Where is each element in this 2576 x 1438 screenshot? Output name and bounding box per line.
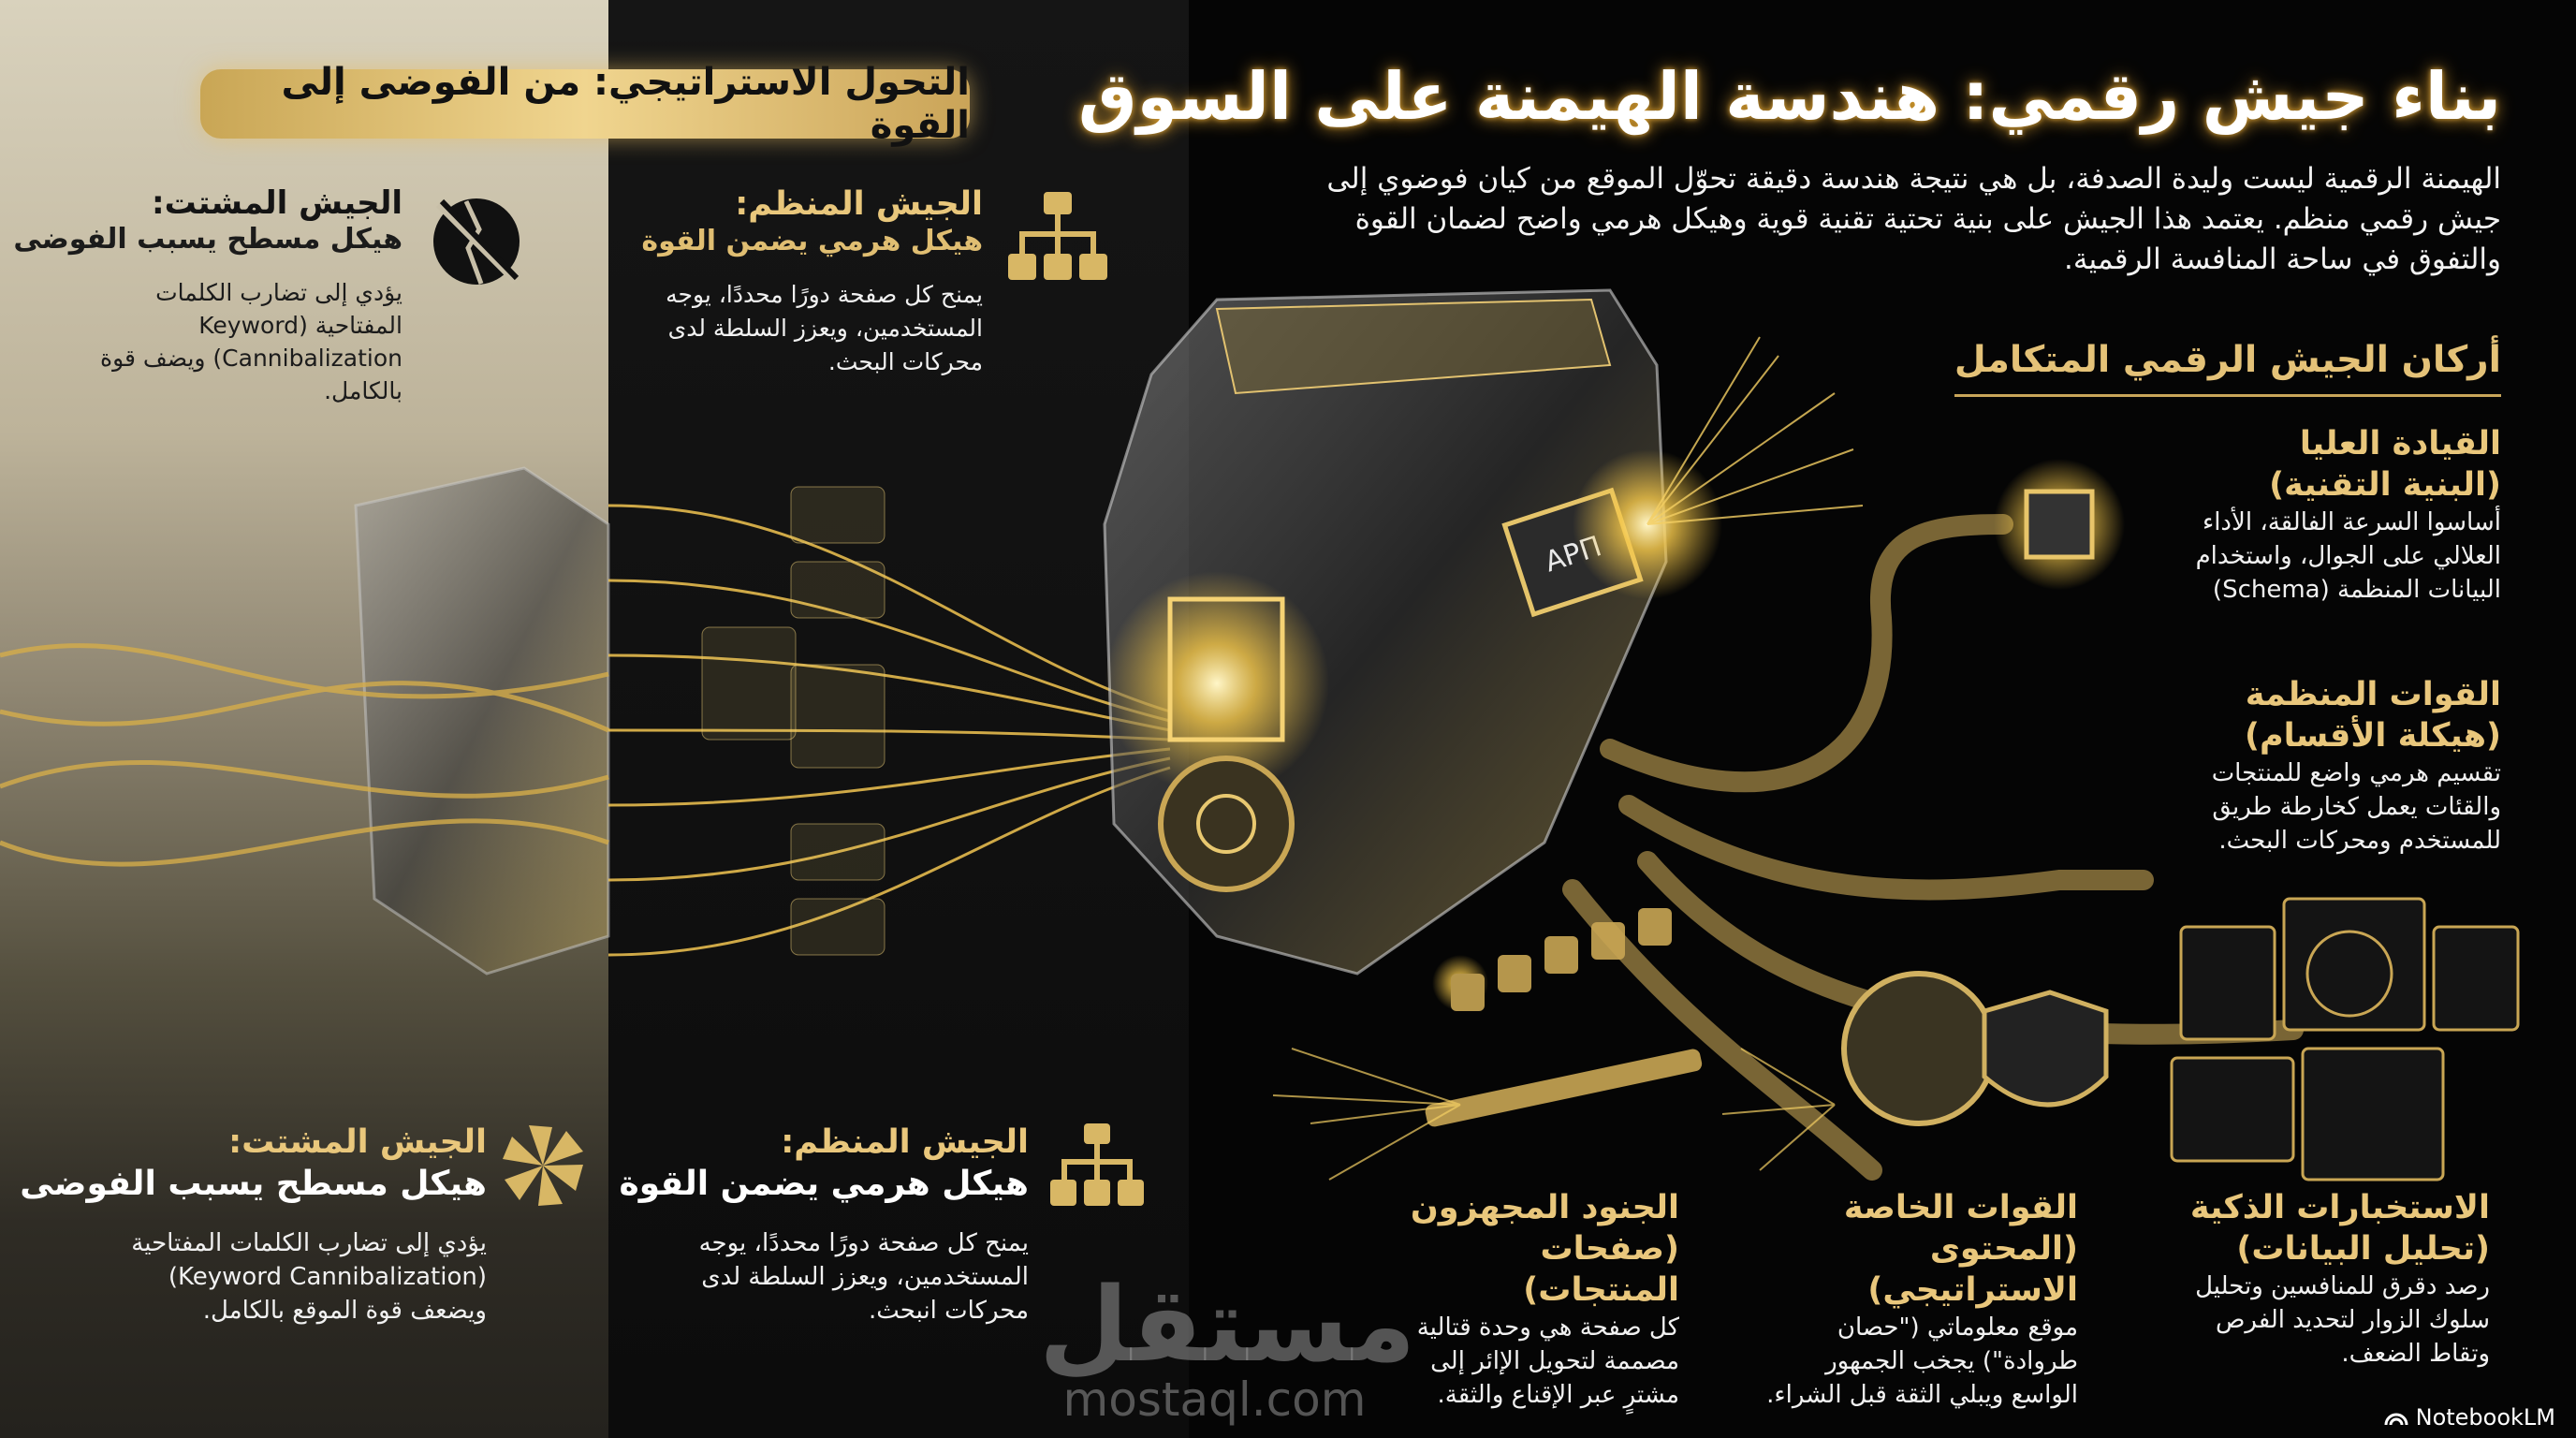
- cpu-chip: [1994, 459, 2125, 590]
- broken-engine: [0, 466, 610, 976]
- organized-body: يمنح كل صفحة دورًا محددًا، يوجه المستخدم…: [666, 281, 983, 375]
- hierarchy-icon: [1050, 1123, 1144, 1206]
- pillar-intelligence: الاستخبارات الذكية (تحليل البيانات) رصد …: [2181, 1187, 2490, 1371]
- watermark: مستقل mostaql.com: [1039, 1265, 1416, 1427]
- pistons: [1425, 908, 1703, 1127]
- watermark-latin: mostaql.com: [1062, 1372, 1367, 1427]
- pillar-equipped-soldiers: الجنود المجهزون (صفحات المنتجات) كل صفحة…: [1398, 1187, 1679, 1412]
- scattered-body: يؤدي إلى تضارب الكلمات المفتاحية (Keywor…: [99, 279, 402, 404]
- pillar-title: الجنود المجهزون: [1410, 1189, 1679, 1226]
- pillar-body: كل صفحة هي وحدة قتالية مصممة لتحويل الإا…: [1416, 1313, 1679, 1409]
- pillar-title: القوات الخاصة: [1843, 1189, 2078, 1226]
- organized-subtitle: هيكل هرمي يضمن القوة: [619, 1165, 1029, 1203]
- pillars-heading: أركان الجيش الرقمي المتكامل: [1954, 339, 2501, 397]
- brand-label: NotebookLM: [2415, 1404, 2555, 1431]
- pillar-subtitle: (المحتوى الاستراتيجي): [1867, 1230, 2078, 1309]
- notebooklm-logo-icon: [2384, 1413, 2408, 1426]
- pillar-subtitle: (صفحات المنتجات): [1523, 1230, 1679, 1309]
- watermark-arabic: مستقل: [1039, 1265, 1416, 1385]
- shattered-icon: [503, 1125, 583, 1206]
- broken-circle-icon: [433, 198, 520, 285]
- main-engine: APΠ: [1103, 288, 1864, 976]
- banner-label: التحول الاستراتيجي: من الفوضى إلى القوة: [281, 61, 970, 147]
- pillar-body: أساسوا السرعة الفالقة، الأداء العلالي عل…: [2195, 508, 2501, 604]
- strategy-banner: التحول الاستراتيجي: من الفوضى إلى القوة: [200, 61, 970, 147]
- pillar-body: موقع معلوماتي ("حصان طروادة") يجخب الجمه…: [1766, 1313, 2078, 1409]
- organized-body: يمنح كل صفحة دورًا محددًا، يوجه المستخدم…: [698, 1229, 1029, 1325]
- scattered-body: يؤدي إلى تضارب الكلمات المفتاحية (Keywor…: [131, 1229, 487, 1325]
- pillar-subtitle: (تحليل البيانات): [2236, 1230, 2490, 1268]
- pillar-subtitle: (البنية التقنية): [2269, 466, 2501, 504]
- organized-subtitle: هيكل هرمي يضمن القوة: [641, 225, 983, 257]
- turbo-and-shield: [1841, 971, 2109, 1126]
- pillar-body: رصد دقرق للمنافسين وتحليل سلوك الزوار لت…: [2195, 1272, 2490, 1368]
- pillar-title: القيادة العليا: [2299, 425, 2501, 462]
- light-strands: [607, 504, 1171, 957]
- organized-army-bottom: الجيش المنظم: هيكل هرمي يضمن القوة يمنح …: [598, 1122, 1029, 1328]
- spark-bursts: [1272, 1048, 1836, 1181]
- pillar-organized-forces: القوات المنظمة (هيكلة الأقسام) تقسيم هرم…: [2192, 674, 2501, 858]
- organized-title: الجيش المنظم:: [735, 185, 983, 223]
- pillar-leadership: القيادة العليا (البنية التقنية) أساسوا ا…: [2127, 423, 2501, 607]
- hierarchy-icon: [1008, 192, 1107, 280]
- organized-army-top: الجيش المنظم: هيكل هرمي يضمن القوة يمنح …: [590, 183, 983, 379]
- scattered-army-top: الجيش المشتت: هيكل مسطح يسبب الفوضى يؤدي…: [9, 183, 402, 407]
- dashboard: [2170, 897, 2520, 1181]
- scattered-title: الجيش المشتت:: [152, 184, 402, 222]
- scattered-title: الجيش المشتت:: [228, 1123, 487, 1161]
- scattered-subtitle: هيكل مسطح يسبب الفوضى: [13, 223, 402, 256]
- pillar-title: القوات المنظمة: [2245, 676, 2501, 713]
- notebooklm-brand: NotebookLM: [2384, 1404, 2555, 1431]
- pillar-special-forces: القوات الخاصة (المحتوى الاستراتيجي) موقع…: [1760, 1187, 2078, 1412]
- pillar-subtitle: (هيكلة الأقسام): [2245, 717, 2501, 755]
- scattered-subtitle: هيكل مسطح يسبب الفوضى: [20, 1165, 487, 1203]
- intro-paragraph: الهيمنة الرقمية ليست وليدة الصدفة، بل هي…: [1326, 162, 2501, 276]
- page-title: بناء جيش رقمي: هندسة الهيمنة على السوق: [1077, 58, 2501, 135]
- scattered-army-bottom: الجيش المشتت: هيكل مسطح يسبب الفوضى يؤدي…: [19, 1122, 487, 1328]
- pillar-title: الاستخبارات الذكية: [2189, 1189, 2490, 1226]
- pillar-body: تقسيم هرمي واضع للمنتجات والقئات يعمل كخ…: [2211, 759, 2501, 855]
- organized-title: الجيش المنظم:: [781, 1123, 1029, 1161]
- glass-blocks: [701, 486, 886, 956]
